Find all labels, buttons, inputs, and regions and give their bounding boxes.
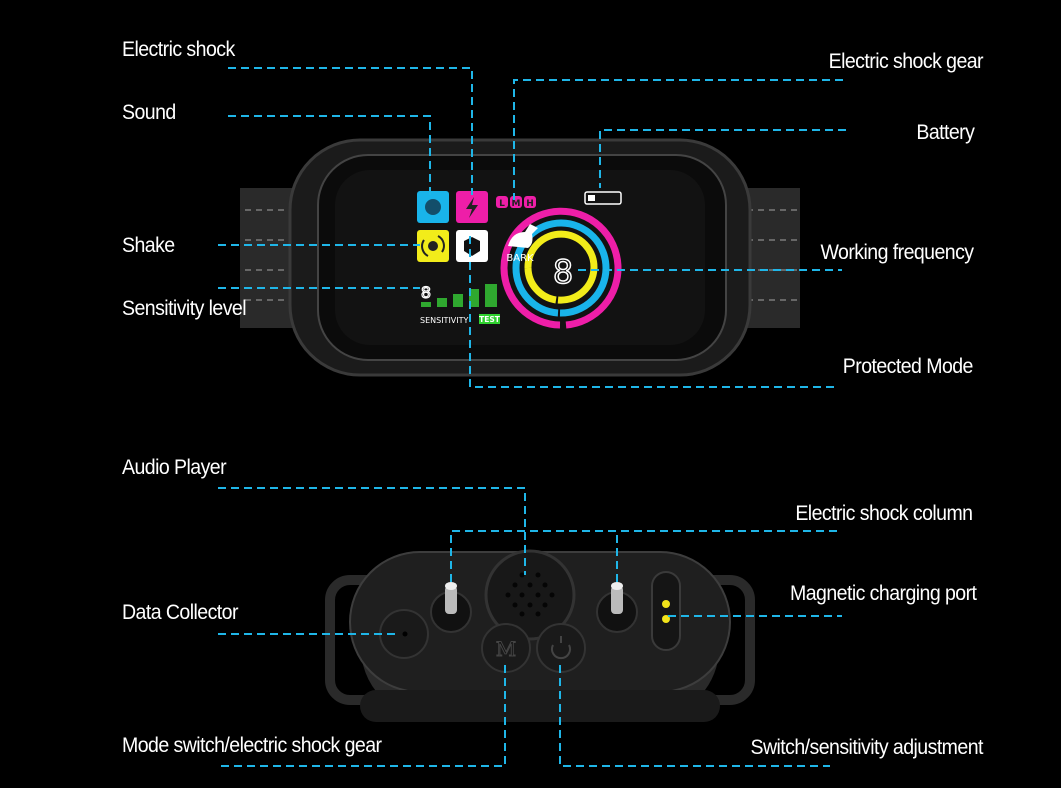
label-switch-sensitivity: Switch/sensitivity adjustment: [750, 736, 984, 759]
bark-label: BARK: [506, 253, 534, 264]
label-electric-shock-gear: Electric shock gear: [828, 50, 984, 73]
mode-button-label: M: [496, 637, 516, 661]
power-button: [536, 623, 586, 673]
electric-shock-column-right: [596, 582, 638, 633]
label-mode-switch: Mode switch/electric shock gear: [122, 734, 382, 757]
gear-level-m: M: [512, 199, 521, 209]
sensitivity-digit: 8: [421, 283, 431, 302]
mode-button: M: [481, 623, 531, 673]
leader-lines: [218, 67, 846, 767]
magnetic-charging-port: [651, 571, 681, 651]
frequency-digit: 8: [553, 253, 573, 291]
audio-player-speaker: [484, 549, 576, 641]
label-magnetic-charging-port: Magnetic charging port: [789, 582, 977, 605]
test-badge: TEST: [479, 315, 501, 324]
electric-shock-column-left: [430, 582, 472, 633]
label-battery: Battery: [916, 121, 975, 144]
dog-icon: [508, 224, 538, 248]
label-protected-mode: Protected Mode: [842, 355, 974, 378]
sensitivity-label: SENSITIVITY: [420, 316, 469, 325]
label-sensitivity-level: Sensitivity level: [122, 297, 247, 320]
battery-icon: [584, 191, 622, 205]
sensitivity-bars: [421, 284, 497, 307]
label-data-collector: Data Collector: [122, 601, 238, 624]
label-electric-shock-column: Electric shock column: [794, 502, 973, 525]
gear-level-l: L: [499, 199, 505, 209]
gear-level-h: H: [526, 199, 534, 209]
label-electric-shock: Electric shock: [122, 38, 235, 61]
label-sound: Sound: [122, 101, 176, 124]
label-working-frequency: Working frequency: [820, 241, 974, 264]
gear-level-indicator: L M H: [496, 196, 536, 209]
label-audio-player: Audio Player: [122, 456, 227, 479]
label-shake: Shake: [122, 234, 175, 257]
